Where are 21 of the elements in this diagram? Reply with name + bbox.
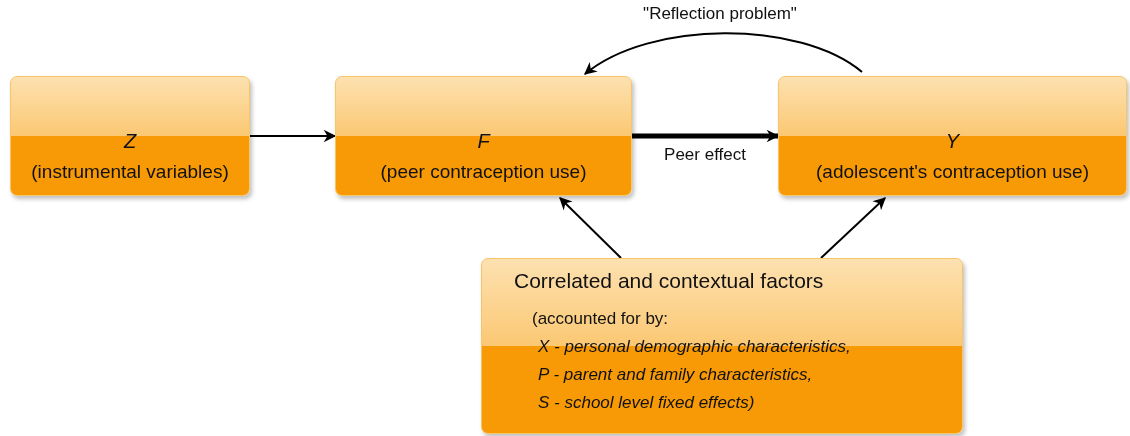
variable-box [10,76,250,196]
variable-description: (instrumental variables) [31,161,229,183]
arrow [632,129,780,143]
note-text: P - parent and family characteristics, [537,364,813,386]
heading: Correlated and contextual factors [514,269,824,293]
variable-symbol: F [477,129,490,153]
note-text: X - personal demographic characteristics, [537,336,851,358]
factors-box [481,258,963,434]
arrow [249,129,337,143]
variable-symbol: Z [123,129,137,153]
variable-box [778,76,1127,196]
variable-description: (adolescent's contraception use) [816,161,1089,183]
note-text: S - school level fixed effects) [537,392,755,414]
edge-label: "Reflection problem" [643,4,797,24]
variable-description: (peer contraception use) [380,161,587,183]
arrow [820,197,886,259]
arrow [583,32,863,75]
note-text: (accounted for by: [531,308,669,330]
arrow [559,197,622,259]
variable-symbol: Y [945,129,960,153]
variable-box [335,76,632,196]
